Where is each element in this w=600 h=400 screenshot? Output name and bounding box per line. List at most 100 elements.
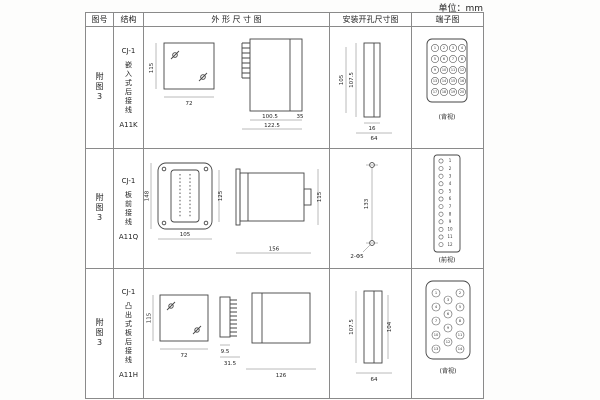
terminal-number: 9	[447, 326, 450, 330]
terminal-circle	[458, 55, 466, 63]
model-name: CJ-1	[121, 288, 136, 296]
terminal-circle	[449, 55, 457, 63]
dim-hole-span: 64	[371, 136, 378, 142]
terminal-circle	[440, 55, 448, 63]
fig-label: 附图3	[95, 318, 104, 349]
terminal-number: 14	[442, 79, 446, 83]
terminal-circle	[443, 323, 453, 333]
terminal-circle	[455, 288, 465, 298]
terminal-number: 13	[433, 79, 437, 83]
terminal-circle	[455, 316, 465, 326]
terminal-circle	[443, 309, 453, 319]
terminal-circle	[458, 66, 466, 74]
terminal-circle	[443, 295, 453, 305]
dim-depth-c: 35	[297, 114, 304, 120]
terminal-circle	[431, 302, 441, 312]
structure-desc: 凸出式板后接线	[124, 302, 133, 365]
side-view	[235, 168, 312, 226]
model-name: CJ-1	[121, 46, 136, 55]
terminal-number: 4	[449, 181, 452, 186]
outline-drawing-a11q: 148 125 105 156 115	[145, 162, 323, 254]
terminal-circle	[438, 227, 444, 232]
model-name: CJ-1	[121, 176, 136, 185]
terminal-circle	[449, 66, 457, 74]
unit-label: 单位：mm	[438, 4, 483, 14]
terminal-number: 20	[460, 90, 464, 94]
terminal-number: 3	[452, 46, 454, 50]
outline-cell-row1: 115 72 100.5 35 122.5	[144, 27, 330, 149]
terminal-number: 19	[451, 90, 455, 94]
terminal-number: 15	[451, 79, 455, 83]
terminal-circle	[431, 316, 441, 326]
terminal-number: 12	[447, 242, 453, 247]
terminal-number: 2	[443, 46, 445, 50]
terminal-number: 13	[434, 347, 439, 351]
terminal-number: 9	[434, 68, 436, 72]
terminal-circle	[458, 44, 466, 52]
side-view	[251, 292, 311, 344]
terminal-number: 1	[434, 46, 436, 50]
front-view	[163, 42, 215, 90]
terminal-number: 11	[447, 234, 453, 239]
terminal-number: 5	[459, 305, 461, 309]
dim-front-width: 105	[180, 232, 191, 238]
dim-hole-span: 64	[371, 377, 378, 383]
terminal-number: 10	[447, 227, 453, 232]
terminal-number: 7	[452, 57, 454, 61]
terminal-number: 6	[443, 57, 445, 61]
fig-cell-row1: 附图3	[86, 27, 114, 149]
terminal-circle	[431, 344, 441, 354]
terminal-circle	[431, 288, 441, 298]
dim-depth-a: 100.5	[262, 114, 278, 120]
terminal-number: 8	[449, 211, 452, 216]
terminal-number: 2	[449, 166, 452, 171]
terminal-number: 17	[433, 90, 437, 94]
dim-front-height: 115	[149, 62, 155, 73]
terminal-number: 4	[461, 46, 463, 50]
terminal-number: 18	[442, 90, 446, 94]
terminal-circle	[440, 44, 448, 52]
dim-front-height: 115	[147, 312, 153, 323]
terminal-circle	[438, 173, 444, 179]
terminal-number: 10	[434, 333, 439, 337]
terminal-circle	[443, 337, 453, 347]
dim-holes: 2-Φ5	[350, 254, 364, 260]
terminal-number: 11	[451, 68, 455, 72]
dim-front-width: 72	[186, 101, 193, 107]
model-code: A11H	[119, 371, 138, 379]
dim-front-height: 148	[145, 190, 151, 201]
terminal-circle	[438, 242, 444, 247]
terminal-number: 2	[459, 291, 461, 295]
fig-label: 附图3	[95, 193, 104, 224]
terminal-number: 7	[435, 319, 437, 323]
terminal-circle	[440, 66, 448, 74]
terminal-caption: (背视)	[439, 113, 456, 121]
mounting-drawing-a11k: 107.5 105 16 64	[339, 42, 392, 142]
outline-drawing-a11h: 115 72 9.5 31.5 126	[147, 292, 316, 379]
terminal-number: 16	[460, 79, 464, 83]
model-code: A11Q	[118, 232, 139, 241]
dim-conn-span: 31.5	[224, 361, 237, 367]
dim-slot-width: 16	[369, 126, 376, 132]
dim-front-height2: 125	[218, 190, 224, 201]
mounting-cell-row3: 107.5 104 64	[330, 269, 412, 398]
terminal-circle	[440, 77, 448, 85]
mounting-drawing-a11q: 133 2-Φ5	[350, 162, 378, 260]
terminal-circle	[438, 204, 444, 209]
terminal-circle	[431, 330, 441, 340]
terminal-number: 14	[458, 347, 463, 351]
terminal-number: 5	[434, 57, 436, 61]
terminal-number: 8	[461, 57, 463, 61]
structure-cell-row3: CJ-1 凸出式板后接线 A11H	[114, 269, 144, 398]
terminal-number: 4	[435, 305, 438, 309]
dim-front-width: 72	[181, 353, 188, 359]
header-terminal: 端子图	[412, 13, 483, 27]
terminal-circle	[449, 88, 457, 96]
terminal-circle	[458, 88, 466, 96]
